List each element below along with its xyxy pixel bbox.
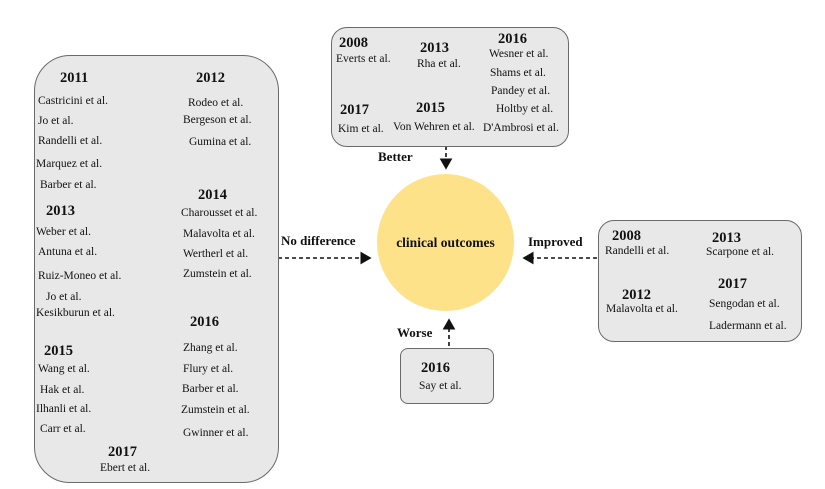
year: 2017 (718, 276, 747, 292)
year: 2016 (190, 314, 219, 330)
study: Zhang et al. (183, 342, 238, 354)
study: Barber et al. (182, 383, 239, 395)
improved-label: Improved (528, 234, 583, 249)
improved-box (598, 220, 802, 342)
study: Ilhanli et al. (36, 403, 92, 415)
study: Scarpone et al. (706, 246, 775, 258)
study: Bergeson et al. (183, 114, 252, 126)
study: Pandey et al. (491, 85, 551, 97)
study: Malavolta et al. (183, 228, 255, 240)
year: 2015 (416, 100, 445, 116)
no-difference-box (34, 55, 279, 483)
study: Holtby et al. (496, 103, 554, 115)
study: Hak et al. (40, 384, 85, 396)
worse-box (400, 348, 494, 404)
study: Charousset et al. (181, 207, 258, 219)
study: Jo et al. (46, 291, 82, 303)
study: Malavolta et al. (606, 303, 678, 315)
study: Kesikburun et al. (36, 307, 115, 319)
study: Jo et al. (38, 115, 74, 127)
study: Sengodan et al. (709, 298, 780, 310)
study: Weber et al. (36, 226, 91, 238)
study: Say et al. (419, 380, 462, 392)
year: 2013 (712, 230, 741, 246)
study: Wesner et al. (489, 48, 549, 60)
year: 2016 (421, 360, 450, 376)
study: Rodeo et al. (188, 97, 244, 109)
study: Wertherl et al. (183, 248, 249, 260)
year: 2017 (108, 444, 137, 460)
study: Zumstein et al. (183, 268, 252, 280)
year: 2008 (339, 35, 368, 51)
study: Carr et al. (40, 423, 86, 435)
study: Von Wehren et al. (393, 121, 475, 133)
study: Gwinner et al. (183, 427, 249, 439)
year: 2013 (420, 40, 449, 56)
year: 2016 (498, 31, 527, 47)
no-difference-label: No difference (281, 233, 356, 248)
study: Flury et al. (183, 363, 234, 375)
study: Zumstein et al. (181, 404, 250, 416)
study: Kim et al. (338, 123, 384, 135)
study: Shams et al. (490, 67, 546, 79)
year: 2015 (44, 343, 73, 359)
year: 2014 (198, 187, 227, 203)
center-label: clinical outcomes (396, 234, 495, 250)
study: Marquez et al. (36, 158, 103, 170)
study: Barber et al. (40, 179, 97, 191)
clinical-outcomes-node: clinical outcomes (377, 174, 514, 311)
worse-label: Worse (397, 325, 433, 340)
year: 2011 (60, 70, 89, 86)
study: Randelli et al. (605, 245, 670, 257)
better-label: Better (378, 149, 413, 164)
study: D'Ambrosi et al. (483, 122, 559, 134)
year: 2013 (46, 203, 75, 219)
study: Rha et al. (417, 58, 461, 70)
study: Randelli et al. (38, 135, 103, 147)
year: 2012 (196, 70, 225, 86)
better-box (331, 27, 569, 147)
study: Antuna et al. (38, 246, 98, 258)
study: Ruiz-Moneo et al. (38, 270, 122, 282)
study: Gumina et al. (189, 136, 252, 148)
study: Castricini et al. (38, 95, 108, 107)
study: Ebert et al. (100, 462, 151, 474)
study: Everts et al. (336, 53, 391, 65)
study: Wang et al. (38, 363, 90, 375)
year: 2017 (340, 102, 369, 118)
study: Ladermann et al. (709, 320, 787, 332)
year: 2012 (622, 287, 651, 303)
year: 2008 (612, 228, 641, 244)
